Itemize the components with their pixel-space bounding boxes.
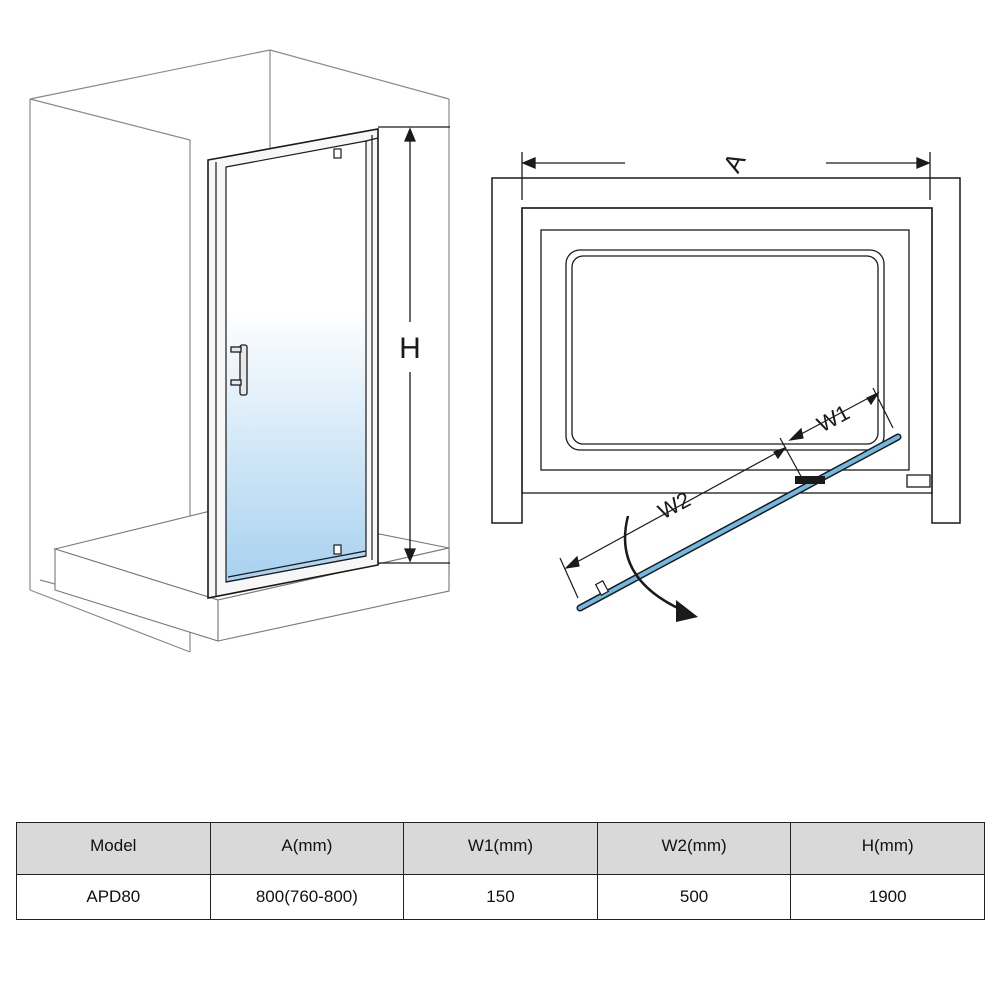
header-model: Model xyxy=(16,822,211,875)
plan-pivot-hinge xyxy=(795,476,825,484)
plan-tray xyxy=(521,207,933,494)
table-header-row: Model A(mm) W1(mm) W2(mm) H(mm) xyxy=(16,822,985,875)
frame-profiles xyxy=(215,135,379,596)
cell-w1: 150 xyxy=(403,874,598,920)
header-w1: W1(mm) xyxy=(403,822,598,875)
plan-door-glass xyxy=(578,435,900,610)
door-width-dimensions xyxy=(559,387,894,599)
door-handle-icon xyxy=(230,344,248,396)
cell-a: 800(760-800) xyxy=(209,874,405,920)
plan-door-handle xyxy=(594,580,610,596)
height-dimension xyxy=(378,126,450,564)
header-w2: W2(mm) xyxy=(596,822,792,875)
cell-w2: 500 xyxy=(596,874,792,920)
cell-model: APD80 xyxy=(16,874,211,920)
shower-plan-diagram: A W2 W1 xyxy=(491,147,961,622)
width-dimension xyxy=(521,152,931,200)
table-row: APD80 800(760-800) 150 500 1900 xyxy=(16,874,985,920)
specification-table: Model A(mm) W1(mm) W2(mm) H(mm) APD80 80… xyxy=(16,822,985,920)
shower-3d-diagram: H xyxy=(29,49,450,653)
w2-label: W2 xyxy=(654,487,695,525)
header-h: H(mm) xyxy=(790,822,985,875)
width-label: A xyxy=(717,147,752,177)
header-a: A(mm) xyxy=(209,822,405,875)
height-label: H xyxy=(399,332,421,365)
swing-direction-arrow-icon xyxy=(623,515,698,622)
cell-h: 1900 xyxy=(790,874,985,920)
w1-label: W1 xyxy=(813,400,854,438)
door-hinge xyxy=(333,148,342,555)
